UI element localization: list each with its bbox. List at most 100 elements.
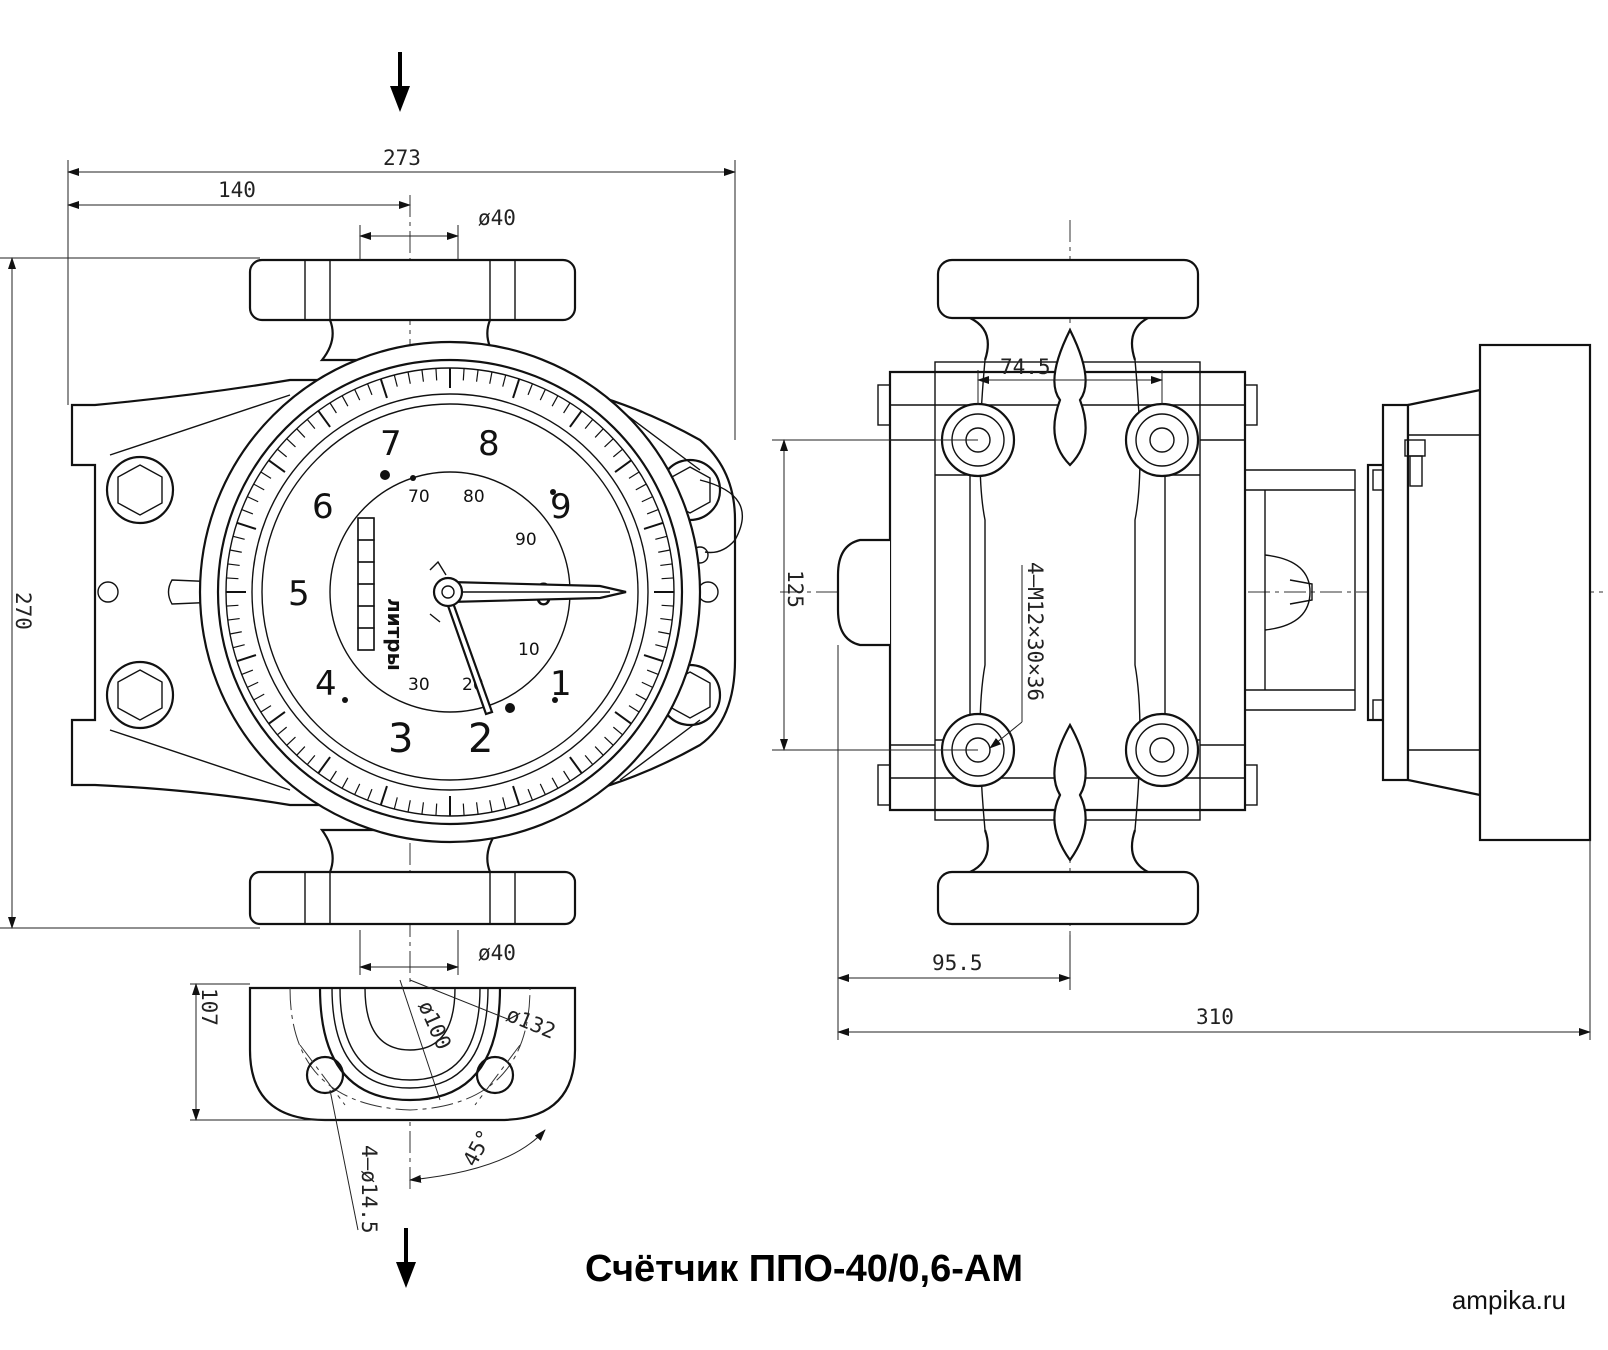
dial-tick	[646, 669, 659, 676]
dial-tick	[393, 374, 398, 387]
dial-tick	[229, 549, 242, 553]
dial-tick	[268, 711, 286, 725]
dial-tick	[247, 496, 259, 503]
dial-tick	[551, 395, 559, 407]
dial-tick	[435, 368, 438, 381]
dial-tick	[229, 631, 242, 635]
dial-tick	[658, 631, 671, 635]
dial-inner-30: 30	[408, 675, 430, 695]
dial-ticks	[226, 368, 674, 816]
dial-tick	[658, 549, 671, 553]
dim-d40-top: ø40	[478, 206, 516, 230]
dial-tick	[655, 644, 668, 649]
dial-tick	[236, 654, 257, 663]
dial-tick	[379, 378, 388, 399]
dial-tick	[661, 604, 674, 607]
dial-tick	[594, 746, 604, 756]
dial-inner-90: 90	[515, 530, 537, 550]
dial-tick	[247, 681, 259, 688]
dial-tick	[563, 402, 571, 414]
dial-tick	[489, 371, 493, 384]
dial-tick	[661, 577, 674, 580]
dial-number-1: 1	[550, 664, 572, 704]
dial-tick	[641, 681, 653, 688]
front-dimensions: 273 140 ø40 270 ø40	[0, 146, 736, 975]
dim-273: 273	[383, 146, 421, 170]
front-view: 1 2 3 4 5 6 7 8 9 0 10 20 30 70 80 90 ли…	[70, 195, 744, 1190]
dial-tick	[512, 378, 521, 399]
dial-tick	[660, 617, 673, 621]
dial-tick	[232, 535, 245, 540]
counter-windows	[357, 517, 375, 651]
dial-tick	[604, 438, 614, 448]
dim-thread: 4–M12✕30✕36	[1023, 562, 1047, 701]
dial-tick	[393, 797, 398, 810]
dial-tick	[628, 705, 640, 713]
dial-number-5: 5	[288, 574, 310, 614]
dial-tick	[226, 604, 239, 607]
site-watermark: ampika.ru	[1451, 1285, 1566, 1315]
dial-tick	[354, 783, 361, 795]
dial-tick	[317, 756, 331, 774]
dial-inner-80: 80	[463, 487, 485, 507]
dial-tick	[306, 754, 316, 765]
dim-74-5: 74.5	[1000, 355, 1051, 379]
dim-125: 125	[783, 570, 807, 608]
dial-tick	[407, 371, 411, 384]
drawing-title: Счётчик ППО-40/0,6-АМ	[585, 1248, 1023, 1290]
dial-tick	[421, 369, 425, 382]
dial-tick	[296, 746, 306, 756]
dial-tick	[641, 496, 653, 503]
dial-tick	[226, 577, 239, 580]
dim-310: 310	[1196, 1005, 1234, 1029]
dial-tick	[354, 389, 361, 401]
dial-inner-10: 10	[518, 640, 540, 660]
dial-tick	[584, 754, 594, 765]
dial-tick	[341, 777, 349, 789]
dial-unit-label: литры	[383, 598, 407, 671]
dial-tick	[329, 770, 337, 782]
dial-tick	[551, 777, 559, 789]
dial-tick	[260, 471, 272, 479]
dial-tick	[366, 788, 373, 801]
dial-tick	[612, 726, 623, 736]
dial-tick	[643, 654, 664, 663]
dial-number-4: 4	[315, 664, 337, 704]
dial-tick	[635, 693, 647, 701]
dial-tick	[366, 383, 373, 396]
dial-tick	[286, 736, 296, 746]
dial-tick	[539, 783, 546, 795]
dial-tick	[236, 521, 257, 530]
dial-tick	[317, 410, 331, 428]
dial-tick	[475, 802, 479, 815]
dial-tick	[614, 711, 632, 725]
dial-tick	[612, 448, 623, 458]
dial-tick	[232, 644, 245, 649]
dial-number-9: 9	[550, 487, 572, 527]
dial-tick	[286, 438, 296, 448]
dial-tick	[253, 483, 265, 491]
dial-tick	[435, 803, 438, 816]
dial-tick	[407, 800, 411, 813]
side-view	[780, 220, 1608, 935]
dial-tick	[341, 395, 349, 407]
flow-arrow-bottom	[396, 1228, 416, 1288]
dial-needle	[429, 560, 627, 716]
dial-tick	[502, 374, 507, 387]
dial-tick	[489, 800, 493, 813]
dial-tick	[527, 383, 534, 396]
dial-tick	[594, 428, 604, 438]
dial-tick	[614, 459, 632, 473]
dial-tick	[277, 448, 288, 458]
dial-tick	[604, 736, 614, 746]
dial-tick	[241, 669, 254, 676]
dial-tick	[563, 770, 571, 782]
dim-140: 140	[218, 178, 256, 202]
dial-tick	[241, 508, 254, 515]
dial-tick	[421, 802, 425, 815]
dial-tick	[569, 756, 583, 774]
dial-tick	[462, 803, 465, 816]
dial-tick	[512, 785, 521, 806]
dial-tick	[527, 788, 534, 801]
dial-tick	[635, 483, 647, 491]
